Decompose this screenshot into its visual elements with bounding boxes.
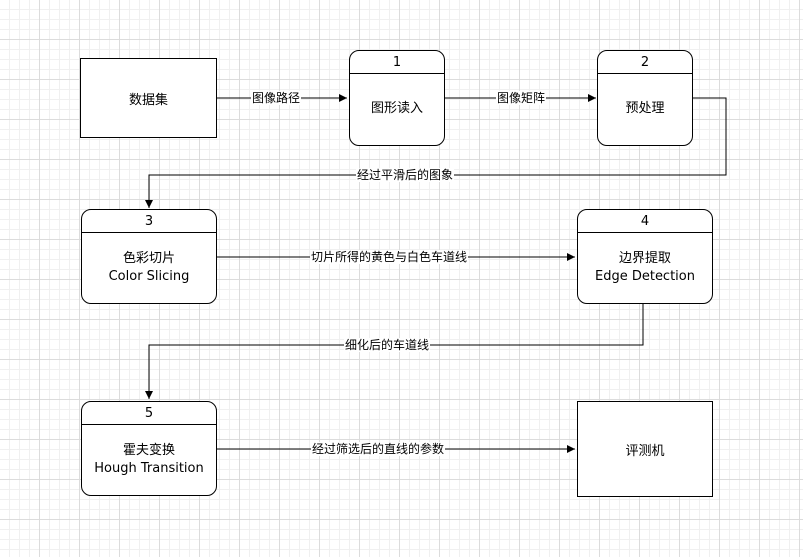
flow-label-filtered-params: 经过筛选后的直线的参数	[310, 442, 446, 456]
process-label: 图形读入	[370, 101, 423, 116]
process-label: 边界提取	[618, 250, 671, 266]
process-4[interactable]: 4 边界提取 Edge Detection	[577, 209, 713, 304]
process-number: 4	[578, 210, 712, 233]
process-2[interactable]: 2 预处理	[597, 50, 693, 146]
process-number: 5	[82, 402, 216, 425]
process-number: 1	[350, 51, 444, 74]
flow-label-thinned-lanes: 细化后的车道线	[343, 338, 431, 352]
flow-label-image-matrix: 图像矩阵	[495, 91, 547, 105]
entity-dataset[interactable]: 数据集	[80, 58, 217, 138]
process-label-en: Edge Detection	[594, 268, 695, 284]
process-label: 预处理	[625, 101, 665, 116]
process-label: 色彩切片	[122, 250, 175, 266]
flow-label-sliced-lanes: 切片所得的黄色与白色车道线	[309, 250, 469, 264]
process-label: 霍夫变换	[122, 442, 175, 458]
process-label-en: Color Slicing	[108, 268, 190, 284]
flow-label-image-path: 图像路径	[250, 91, 302, 105]
flow-label-smoothed-image: 经过平滑后的图象	[355, 168, 455, 182]
process-label-en: Hough Transition	[94, 460, 204, 476]
flow-arrow-p2-to-p3	[145, 97, 727, 208]
process-1[interactable]: 1 图形读入	[349, 50, 445, 146]
process-3[interactable]: 3 色彩切片 Color Slicing	[81, 209, 217, 304]
process-number: 2	[598, 51, 692, 74]
process-5[interactable]: 5 霍夫变换 Hough Transition	[81, 401, 217, 496]
entity-label: 数据集	[128, 92, 168, 108]
process-number: 3	[82, 210, 216, 233]
entity-label: 评测机	[625, 443, 665, 459]
entity-evaluator[interactable]: 评测机	[577, 401, 713, 497]
